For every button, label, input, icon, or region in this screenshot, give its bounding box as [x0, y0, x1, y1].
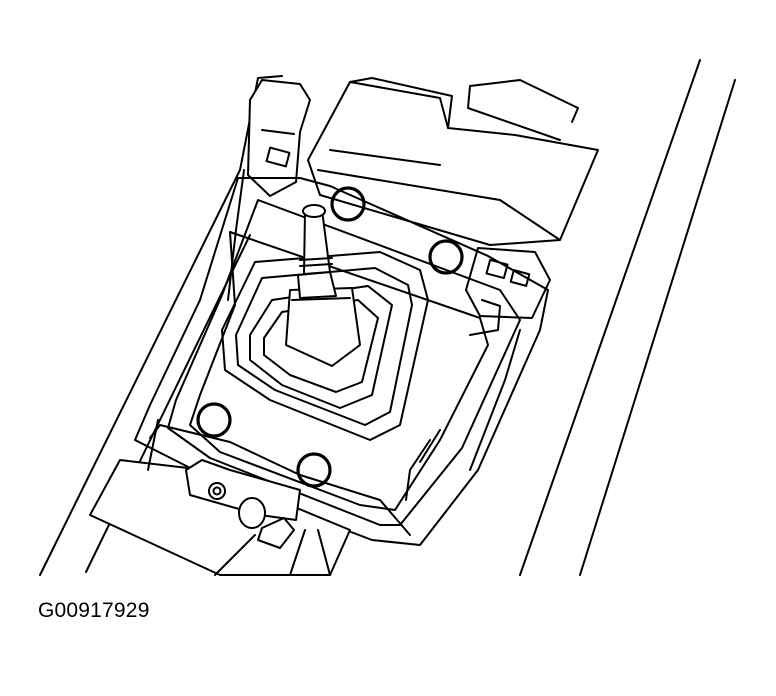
bolt-marker-bottom-right [296, 452, 332, 488]
right-clip-bracket [465, 247, 551, 336]
figure-id-label: G00917929 [38, 599, 150, 622]
lower-trim [89, 419, 411, 576]
shift-lever [285, 204, 361, 367]
left-clip-bracket [227, 79, 311, 301]
bolt-marker-top-right [428, 239, 464, 275]
bolt-markers [196, 186, 464, 488]
right-trim-edge [405, 329, 521, 501]
bolt-marker-bottom-left [196, 402, 232, 438]
bolt-marker-top-left [330, 186, 366, 222]
shift-boot [221, 251, 429, 441]
shifter-bezel-outer [134, 177, 549, 546]
